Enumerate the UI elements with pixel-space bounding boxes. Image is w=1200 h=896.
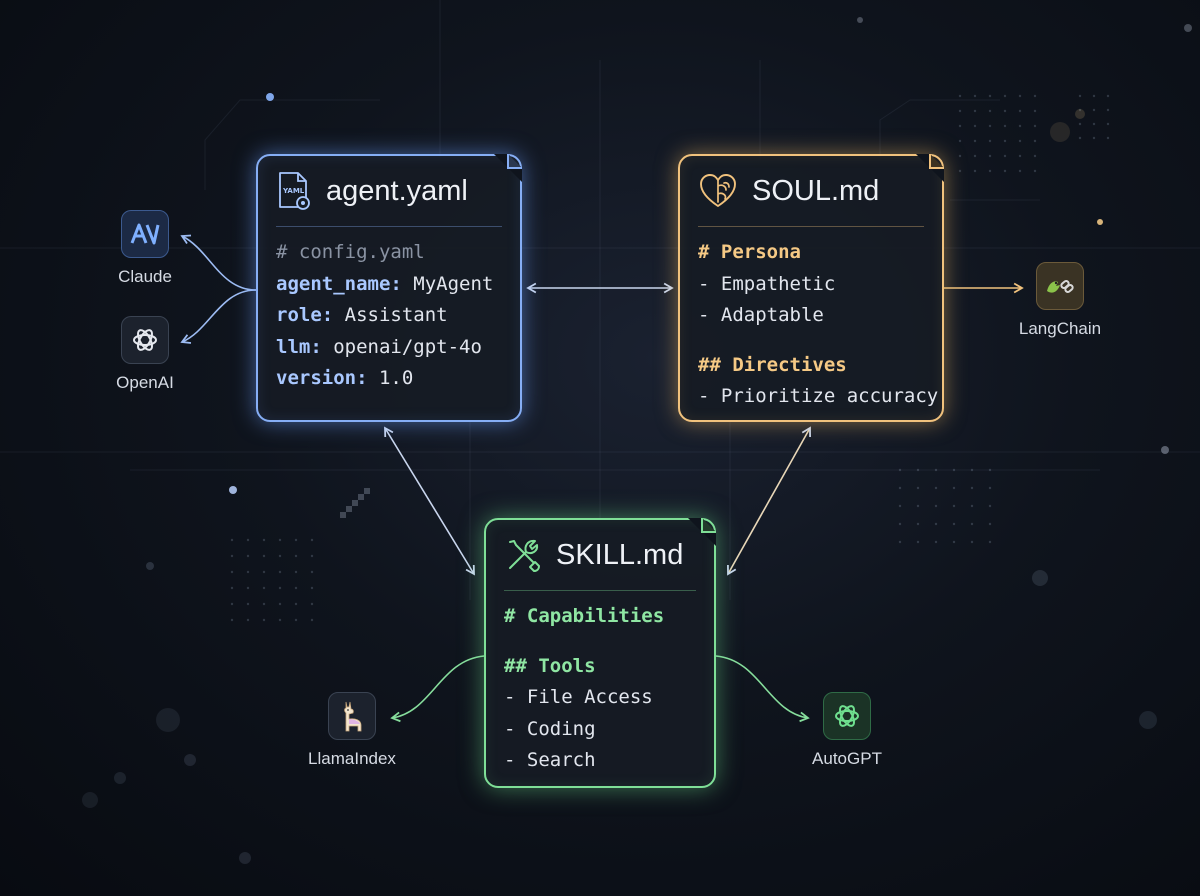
skill-item: - Coding: [504, 717, 596, 740]
heart-brain-icon: [700, 174, 736, 207]
skill-card-title: SKILL.md: [556, 538, 684, 571]
node-label: LlamaIndex: [308, 749, 396, 768]
agent-card-divider: [276, 226, 502, 227]
langchain-tile: [1036, 262, 1084, 310]
yaml-badge-text: YAML: [282, 187, 305, 195]
link-agent-claude: [180, 234, 257, 291]
skill-item: - File Access: [504, 686, 653, 708]
agent-card-title: agent.yaml: [326, 174, 468, 207]
claude-logo-icon: [130, 223, 160, 245]
soul-heading: # Persona: [698, 241, 801, 263]
soul-card-title: SOUL.md: [752, 174, 880, 207]
autogpt-tile: [823, 692, 871, 740]
skill-heading: # Capabilities: [504, 605, 665, 627]
link-agent-skill: [384, 426, 475, 576]
node-label: LangChain: [1018, 319, 1102, 338]
soul-item: - Adaptable: [698, 304, 824, 326]
openai-tile: [121, 316, 169, 364]
agent-comment: # config.yaml: [276, 241, 425, 263]
llama-icon: [344, 701, 362, 732]
skill-item: - Search: [504, 749, 596, 771]
soul-card-header: SOUL.md: [680, 156, 942, 226]
soul-heading: ## Directives: [698, 353, 847, 376]
link-skill-llamaindex: [390, 655, 485, 723]
agent-row: version: 1.0: [276, 367, 414, 389]
node-openai[interactable]: OpenAI: [102, 316, 188, 393]
node-autogpt[interactable]: AutoGPT: [800, 692, 894, 769]
page-fold-corner: [916, 154, 944, 182]
openai-logo-icon: [835, 705, 859, 727]
agent-card-body: # config.yaml agent_name: MyAgent role: As…: [258, 227, 520, 395]
node-claude[interactable]: Claude: [110, 210, 180, 287]
openai-logo-icon: [133, 329, 157, 351]
node-llamaindex[interactable]: LlamaIndex: [290, 692, 414, 769]
agent-row: role: Assistant: [276, 304, 448, 326]
agent-yaml-card[interactable]: YAML agent.yaml # config.yaml agent_name:…: [256, 154, 522, 422]
llamaindex-tile: [328, 692, 376, 740]
node-label: OpenAI: [116, 373, 174, 392]
page-fold-corner: [494, 154, 522, 182]
claude-tile: [121, 210, 169, 258]
agent-row: agent_name: MyAgent: [276, 272, 494, 295]
skill-card-body: # Capabilities ## Tools - File Access - Cod…: [486, 591, 714, 777]
yaml-file-gear-icon: YAML: [279, 172, 310, 210]
soul-item: - Empathetic: [698, 272, 836, 295]
skill-md-card[interactable]: SKILL.md # Capabilities ## Tools - File Ac…: [484, 518, 716, 788]
soul-item: - Prioritize accuracy: [698, 385, 939, 407]
node-label: Claude: [118, 267, 172, 286]
soul-card-body: # Persona - Empathetic - Adaptable ## Direc…: [680, 227, 942, 413]
node-langchain[interactable]: LangChain: [1010, 262, 1110, 339]
soul-card-divider: [698, 226, 924, 227]
skill-heading: ## Tools: [504, 654, 596, 677]
skill-card-divider: [504, 590, 696, 591]
node-label: AutoGPT: [812, 749, 882, 768]
wrench-screwdriver-icon: [509, 539, 540, 572]
parrot-chain-icon: [1047, 280, 1074, 293]
soul-md-card[interactable]: SOUL.md # Persona - Empathetic - Adaptable…: [678, 154, 944, 422]
link-soul-skill: [727, 426, 811, 576]
page-fold-corner: [688, 518, 716, 546]
link-skill-autogpt: [715, 655, 810, 723]
link-agent-openai: [180, 289, 257, 344]
agent-card-header: YAML agent.yaml: [258, 156, 520, 226]
agent-row: llm: openai/gpt-4o: [276, 335, 482, 358]
skill-card-header: SKILL.md: [486, 520, 714, 590]
